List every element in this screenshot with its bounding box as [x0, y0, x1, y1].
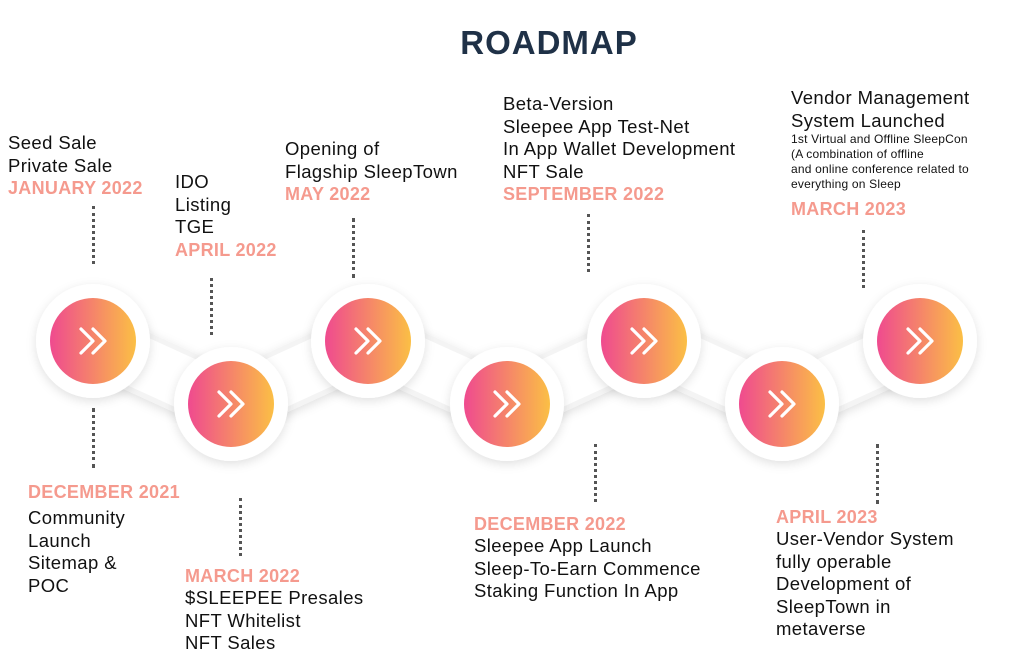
milestone-date: SEPTEMBER 2022	[503, 184, 665, 204]
milestone-date: MARCH 2023	[791, 199, 907, 219]
milestone-march-2022: MARCH 2022 $SLEEPEE Presales NFT Whiteli…	[185, 565, 364, 655]
milestone-april-2022: IDO Listing TGE APRIL 2022	[175, 171, 277, 261]
milestone-date: APRIL 2022	[175, 239, 277, 260]
double-chevron-right-icon	[630, 327, 658, 355]
milestone-march-2023: Vendor Management System Launched 1st Vi…	[791, 87, 1016, 220]
milestone-details: 1st Virtual and Offline SleepCon (A comb…	[791, 132, 969, 191]
milestone-date: MAY 2022	[285, 184, 371, 204]
milestone-date: JANUARY 2022	[8, 178, 143, 198]
milestone-date: DECEMBER 2021	[28, 482, 180, 502]
milestone-april-2023: APRIL 2023 User-Vendor System fully oper…	[776, 506, 954, 641]
connector-dots	[594, 444, 597, 502]
milestone-may-2022: Opening of Flagship SleepTown MAY 2022	[285, 138, 458, 205]
milestone-text: $SLEEPEE Presales NFT Whitelist NFT Sale…	[185, 587, 364, 653]
double-chevron-right-icon	[354, 327, 382, 355]
milestone-text: IDO Listing TGE	[175, 171, 232, 237]
connector-dots	[587, 214, 590, 272]
milestone-text: Seed Sale Private Sale	[8, 132, 113, 176]
double-chevron-right-icon	[493, 390, 521, 418]
milestone-text: Beta-Version Sleepee App Test-Net In App…	[503, 93, 736, 182]
double-chevron-right-icon	[79, 327, 107, 355]
milestone-december-2022: DECEMBER 2022 Sleepee App Launch Sleep-T…	[474, 513, 701, 603]
connector-dots	[210, 278, 213, 335]
milestone-title: Vendor Management System Launched	[791, 87, 970, 131]
connector-dots	[862, 230, 865, 288]
milestone-date: DECEMBER 2022	[474, 514, 626, 534]
connector-dots	[352, 218, 355, 278]
milestone-text: Opening of Flagship SleepTown	[285, 138, 458, 182]
milestone-date: MARCH 2022	[185, 566, 301, 586]
connector-dots	[239, 498, 242, 556]
milestone-september-2022: Beta-Version Sleepee App Test-Net In App…	[503, 93, 735, 205]
milestone-date: APRIL 2023	[776, 507, 878, 527]
milestone-text: Community Launch Sitemap & POC	[28, 507, 126, 596]
page-title: ROADMAP	[460, 24, 638, 61]
milestone-january-2022: Seed Sale Private Sale JANUARY 2022	[8, 132, 143, 199]
milestone-text: User-Vendor System fully operable Develo…	[776, 528, 954, 639]
connector-dots	[92, 408, 95, 468]
connector-dots	[876, 444, 879, 504]
double-chevron-right-icon	[217, 390, 245, 418]
milestone-december-2021: DECEMBER 2021 Community Launch Sitemap &…	[28, 481, 180, 597]
double-chevron-right-icon	[906, 327, 934, 355]
double-chevron-right-icon	[768, 390, 796, 418]
milestone-text: Sleepee App Launch Sleep-To-Earn Commenc…	[474, 535, 701, 601]
connector-dots	[92, 206, 95, 264]
